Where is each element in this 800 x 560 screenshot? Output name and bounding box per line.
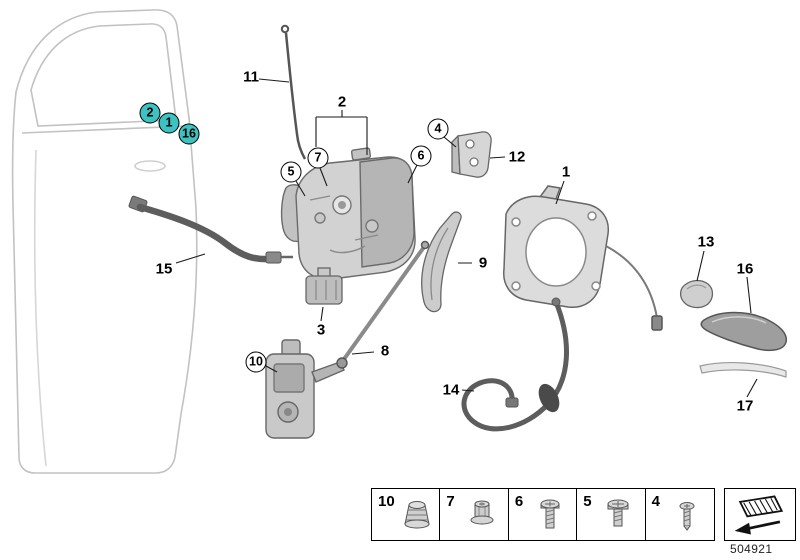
callout-11[interactable]: 11 bbox=[243, 68, 259, 86]
bracket-9 bbox=[421, 211, 462, 313]
legend-box-4[interactable]: 4 bbox=[644, 488, 715, 541]
leader-lines bbox=[175, 78, 758, 398]
bowden-to-handle bbox=[605, 245, 658, 319]
legend-box-5[interactable]: 5 bbox=[576, 488, 647, 541]
rod-11 bbox=[280, 24, 307, 160]
callout-1-highlighted[interactable]: 1 bbox=[158, 112, 180, 134]
legend-label-7: 7 bbox=[446, 493, 455, 510]
callout-5[interactable]: 5 bbox=[280, 161, 302, 183]
diagram-part-number: 504921 bbox=[730, 542, 773, 556]
callout-13[interactable]: 13 bbox=[697, 233, 715, 251]
lock-8-assembly bbox=[265, 240, 430, 439]
legend-label-6: 6 bbox=[514, 493, 524, 510]
fastener-legend: 10 7 bbox=[371, 488, 715, 541]
flange-nut-icon bbox=[455, 489, 509, 540]
callout-16[interactable]: 16 bbox=[736, 260, 754, 278]
callout-4[interactable]: 4 bbox=[427, 118, 449, 140]
callout-6[interactable]: 6 bbox=[410, 145, 432, 167]
legend-label-5: 5 bbox=[583, 493, 592, 510]
door-handle-16 bbox=[700, 311, 788, 352]
legend-box-6[interactable]: 6 bbox=[507, 488, 578, 541]
hatched-arrow-icon bbox=[734, 494, 784, 534]
handle-cap-13 bbox=[679, 279, 714, 309]
torx-screw-icon bbox=[660, 489, 714, 540]
callout-15[interactable]: 15 bbox=[155, 260, 173, 278]
callout-16-highlighted[interactable]: 16 bbox=[178, 123, 200, 145]
callout-7[interactable]: 7 bbox=[307, 147, 329, 169]
cable-15 bbox=[128, 195, 293, 264]
callout-14[interactable]: 14 bbox=[442, 381, 460, 399]
striker-12 bbox=[451, 131, 492, 178]
callout-2[interactable]: 2 bbox=[337, 93, 347, 111]
connector-3 bbox=[305, 267, 343, 305]
plastic-nut-icon bbox=[395, 489, 440, 540]
legend-box-7[interactable]: 7 bbox=[439, 488, 510, 541]
door-outline bbox=[11, 9, 198, 474]
callout-17[interactable]: 17 bbox=[736, 397, 754, 415]
legend-label-10: 10 bbox=[378, 493, 395, 510]
callout-9[interactable]: 9 bbox=[478, 254, 488, 272]
door-handle-recess bbox=[134, 160, 166, 172]
legend-box-10[interactable]: 10 bbox=[371, 488, 441, 541]
bowden-cable-14 bbox=[461, 297, 569, 432]
callout-8[interactable]: 8 bbox=[380, 342, 390, 360]
lock-actuator-assembly bbox=[280, 147, 416, 280]
pan-head-screw-icon bbox=[523, 489, 577, 540]
carrier-1 bbox=[503, 185, 663, 331]
callout-12[interactable]: 12 bbox=[508, 148, 526, 166]
callout-1[interactable]: 1 bbox=[561, 163, 571, 181]
callout-10[interactable]: 10 bbox=[245, 351, 267, 373]
callout-3[interactable]: 3 bbox=[316, 321, 326, 339]
legend-label-4: 4 bbox=[651, 493, 660, 510]
pan-head-screw-icon bbox=[592, 489, 646, 540]
trim-strip-17 bbox=[699, 361, 787, 378]
direction-symbol-box bbox=[724, 488, 796, 541]
callout-2-highlighted[interactable]: 2 bbox=[139, 102, 161, 124]
